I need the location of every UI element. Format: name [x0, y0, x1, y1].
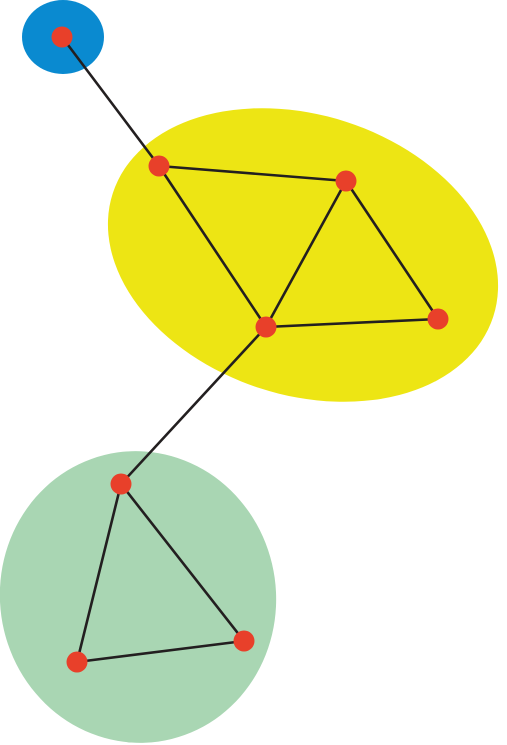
- edge-n6-n8: [119, 482, 246, 643]
- node-n7: [66, 651, 88, 673]
- edge-n4-n6: [119, 325, 268, 486]
- node-n5: [427, 308, 449, 330]
- node-n3: [335, 170, 357, 192]
- edge-layer: [60, 35, 440, 664]
- edge-n2-n3: [157, 164, 348, 183]
- node-n8: [233, 630, 255, 652]
- edge-n3-n5: [344, 179, 440, 321]
- edge-n7-n8: [75, 639, 246, 664]
- cluster-yellow: [107, 108, 499, 402]
- node-n6: [110, 473, 132, 495]
- edge-n1-n2: [60, 35, 161, 168]
- node-layer: [51, 26, 449, 673]
- cluster-green: [0, 451, 277, 743]
- edge-n4-n5: [264, 317, 440, 329]
- edge-n2-n4: [157, 164, 268, 329]
- node-n2: [148, 155, 170, 177]
- edge-n3-n4: [264, 179, 348, 329]
- node-n4: [255, 316, 277, 338]
- node-n1: [51, 26, 73, 48]
- edge-n6-n7: [75, 482, 123, 664]
